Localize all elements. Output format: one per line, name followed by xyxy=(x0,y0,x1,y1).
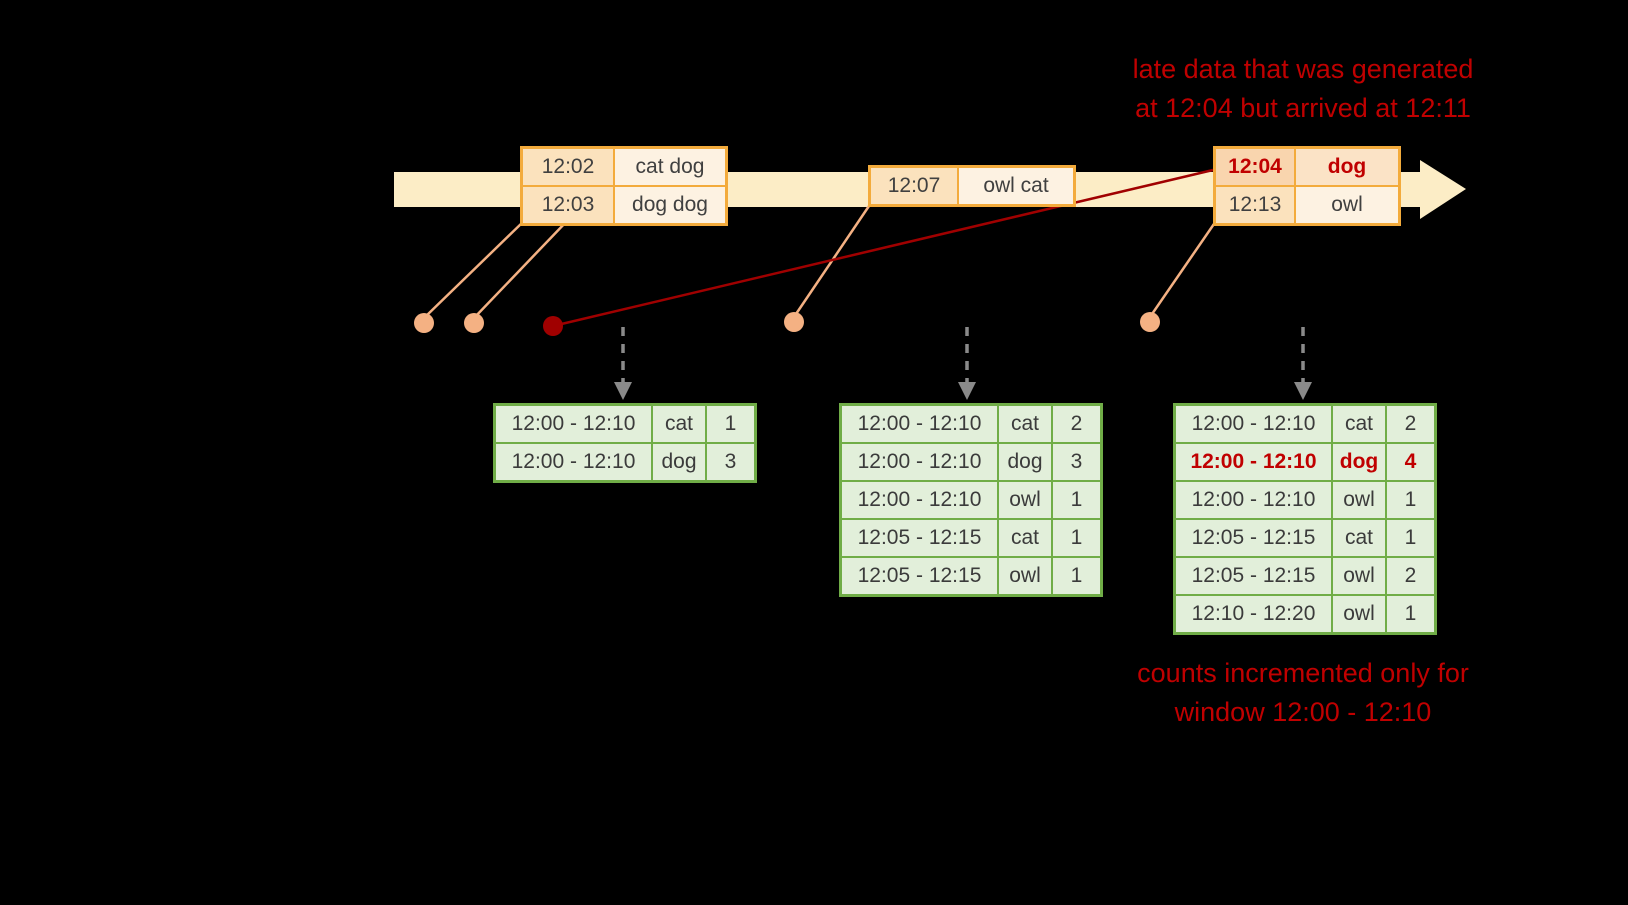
result-row: 12:00 - 12:10 cat 2 xyxy=(1175,405,1435,443)
event-dot-1203 xyxy=(464,313,484,333)
window-cell: 12:05 - 12:15 xyxy=(1175,557,1332,595)
event-dot-1207 xyxy=(784,312,804,332)
window-cell: 12:00 - 12:10 xyxy=(841,405,998,443)
window-cell: 12:00 - 12:10 xyxy=(495,405,652,443)
event-time-cell: 12:13 xyxy=(1215,186,1295,224)
count-cell: 3 xyxy=(706,443,755,481)
event-row: 12:07 owl cat xyxy=(870,167,1074,205)
count-cell: 4 xyxy=(1386,443,1435,481)
word-cell: owl xyxy=(998,557,1052,595)
event-connector-1202 xyxy=(423,220,525,319)
word-cell: owl xyxy=(1332,595,1386,633)
event-words-cell: owl cat xyxy=(958,167,1074,205)
event-words-cell: dog dog xyxy=(614,186,726,224)
event-row: 12:13 owl xyxy=(1215,186,1399,224)
timeline-arrowhead-icon xyxy=(1420,160,1466,219)
window-cell: 12:05 - 12:15 xyxy=(841,557,998,595)
word-cell: cat xyxy=(998,405,1052,443)
result-row: 12:05 - 12:15 owl 2 xyxy=(1175,557,1435,595)
event-dot-1213 xyxy=(1140,312,1160,332)
result-row: 12:00 - 12:10 cat 1 xyxy=(495,405,755,443)
result-row: 12:05 - 12:15 cat 1 xyxy=(841,519,1101,557)
window-cell: 12:00 - 12:10 xyxy=(841,443,998,481)
event-words-cell: cat dog xyxy=(614,148,726,186)
event-connector-1213 xyxy=(1148,220,1218,318)
event-dot-1202 xyxy=(414,313,434,333)
result-table-3: 12:00 - 12:10 cat 2 12:00 - 12:10 dog 4 … xyxy=(1173,403,1437,635)
event-connector-1203 xyxy=(473,220,568,319)
result-row: 12:00 - 12:10 cat 2 xyxy=(841,405,1101,443)
event-words-cell: owl xyxy=(1295,186,1399,224)
word-cell: cat xyxy=(652,405,706,443)
late-event-connector xyxy=(552,168,1214,328)
event-row-late: 12:04 dog xyxy=(1215,148,1399,186)
count-cell: 2 xyxy=(1386,557,1435,595)
window-cell: 12:00 - 12:10 xyxy=(1175,405,1332,443)
count-cell: 1 xyxy=(1386,595,1435,633)
event-row: 12:02 cat dog xyxy=(522,148,726,186)
word-cell: dog xyxy=(652,443,706,481)
trigger-arrowhead-2-icon xyxy=(958,382,976,400)
word-cell: owl xyxy=(1332,557,1386,595)
window-cell: 12:05 - 12:15 xyxy=(841,519,998,557)
count-cell: 2 xyxy=(1386,405,1435,443)
counts-annotation-line1: counts incremented only for xyxy=(1137,658,1469,688)
event-time-cell: 12:02 xyxy=(522,148,614,186)
result-row: 12:00 - 12:10 owl 1 xyxy=(841,481,1101,519)
late-data-annotation-line2: at 12:04 but arrived at 12:11 xyxy=(1135,93,1471,123)
word-cell: cat xyxy=(1332,519,1386,557)
late-data-annotation: late data that was generated at 12:04 bu… xyxy=(1013,50,1593,128)
count-cell: 1 xyxy=(1052,519,1101,557)
result-row: 12:10 - 12:20 owl 1 xyxy=(1175,595,1435,633)
count-cell: 1 xyxy=(1386,519,1435,557)
event-time-cell: 12:07 xyxy=(870,167,958,205)
count-cell: 1 xyxy=(1052,557,1101,595)
count-cell: 3 xyxy=(1052,443,1101,481)
word-cell: dog xyxy=(1332,443,1386,481)
result-row: 12:00 - 12:10 owl 1 xyxy=(1175,481,1435,519)
trigger-arrowhead-3-icon xyxy=(1294,382,1312,400)
window-cell: 12:05 - 12:15 xyxy=(1175,519,1332,557)
result-row: 12:05 - 12:15 cat 1 xyxy=(1175,519,1435,557)
result-row: 12:05 - 12:15 owl 1 xyxy=(841,557,1101,595)
event-box-3: 12:04 dog 12:13 owl xyxy=(1213,146,1401,226)
result-row: 12:00 - 12:10 dog 3 xyxy=(495,443,755,481)
word-cell: cat xyxy=(998,519,1052,557)
result-table-1: 12:00 - 12:10 cat 1 12:00 - 12:10 dog 3 xyxy=(493,403,757,483)
result-table-2: 12:00 - 12:10 cat 2 12:00 - 12:10 dog 3 … xyxy=(839,403,1103,597)
word-cell: dog xyxy=(998,443,1052,481)
event-words-cell: dog xyxy=(1295,148,1399,186)
event-box-2: 12:07 owl cat xyxy=(868,165,1076,207)
result-row-late-update: 12:00 - 12:10 dog 4 xyxy=(1175,443,1435,481)
counts-annotation-line2: window 12:00 - 12:10 xyxy=(1174,697,1432,727)
counts-incremented-annotation: counts incremented only for window 12:00… xyxy=(1013,654,1593,732)
late-event-dot-1204 xyxy=(543,316,563,336)
late-data-annotation-line1: late data that was generated xyxy=(1132,54,1474,84)
window-cell: 12:00 - 12:10 xyxy=(1175,481,1332,519)
trigger-arrowhead-1-icon xyxy=(614,382,632,400)
event-box-1: 12:02 cat dog 12:03 dog dog xyxy=(520,146,728,226)
word-cell: cat xyxy=(1332,405,1386,443)
event-time-cell: 12:04 xyxy=(1215,148,1295,186)
word-cell: owl xyxy=(998,481,1052,519)
event-time-cell: 12:03 xyxy=(522,186,614,224)
count-cell: 1 xyxy=(706,405,755,443)
count-cell: 1 xyxy=(1052,481,1101,519)
word-cell: owl xyxy=(1332,481,1386,519)
event-row: 12:03 dog dog xyxy=(522,186,726,224)
window-cell: 12:00 - 12:10 xyxy=(1175,443,1332,481)
window-cell: 12:00 - 12:10 xyxy=(495,443,652,481)
count-cell: 2 xyxy=(1052,405,1101,443)
result-row: 12:00 - 12:10 dog 3 xyxy=(841,443,1101,481)
window-cell: 12:00 - 12:10 xyxy=(841,481,998,519)
count-cell: 1 xyxy=(1386,481,1435,519)
window-cell: 12:10 - 12:20 xyxy=(1175,595,1332,633)
